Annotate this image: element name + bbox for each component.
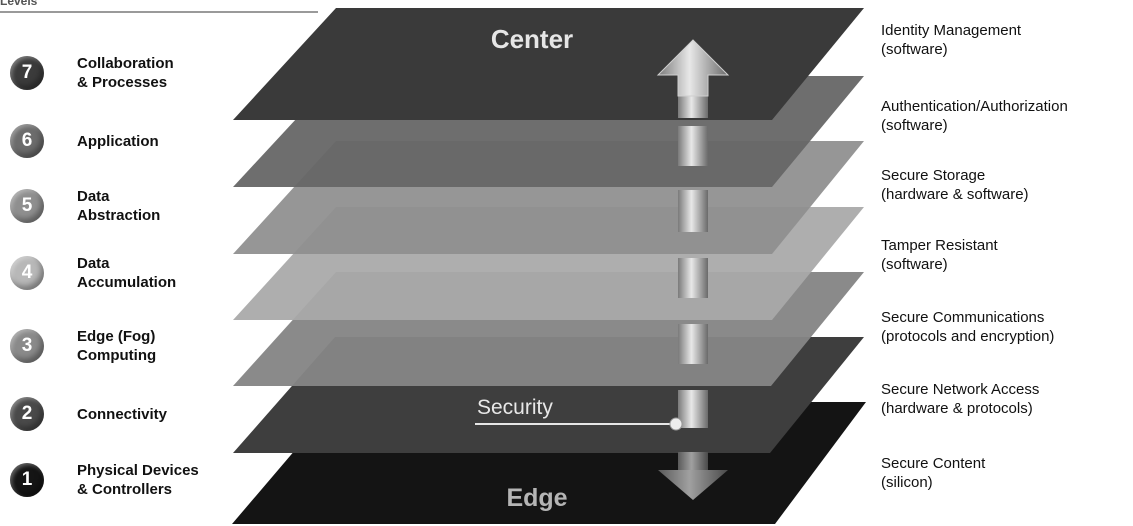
header-divider [0,11,318,13]
level-7: 7 Collaboration & Processes [10,54,174,92]
security-item-title: Secure Storage [881,167,986,184]
security-item-title: Secure Communications [881,309,1045,326]
level-5-label: Data Abstraction [77,188,161,224]
level-7-badge: 7 [10,56,44,90]
level-1: 1 Physical Devices & Controllers [10,461,199,499]
security-item-title: Tamper Resistant [881,237,998,254]
level-7-label: Collaboration & Processes [77,55,174,91]
center-label: Center [491,24,573,54]
security-item-title: Secure Network Access [881,381,1040,398]
level-2-badge: 2 [10,397,44,431]
down-arrow-icon [658,470,728,500]
arrow-shaft-segment [678,452,708,472]
level-3-badge: 3 [10,329,44,363]
arrow-shaft-segment [678,324,708,364]
security-item-title: Secure Content [881,455,986,472]
level-6-badge: 6 [10,124,44,158]
security-label: Security [477,396,553,419]
levels-header: Levels [0,0,38,8]
level-6: 6 Application [10,124,159,158]
level-5: 5 Data Abstraction [10,187,160,225]
security-item-detail: (software) [881,41,948,58]
arrow-shaft-segment [678,96,708,118]
security-item-title: Authentication/Authorization [881,98,1068,115]
security-pointer-dot [669,417,683,431]
arrow-shaft-segment [678,126,708,166]
security-item-detail: (software) [881,256,948,273]
security-item-detail: (software) [881,117,948,134]
level-4-label: Data Accumulation [77,255,177,291]
level-3: 3 Edge (Fog) Computing [10,327,156,365]
level-4: 4 Data Accumulation [10,254,176,292]
security-item-secure-network-access: Secure Network Access (hardware & protoc… [881,380,1039,418]
edge-label: Edge [506,484,567,512]
security-item-secure-content: Secure Content (silicon) [881,454,985,492]
security-item-detail: (silicon) [881,474,933,491]
security-item-detail: (protocols and encryption) [881,328,1055,345]
security-item-authentication: Authentication/Authorization (software) [881,97,1068,135]
arrow-shaft-segment [678,190,708,232]
level-4-badge: 4 [10,256,44,290]
security-item-detail: (hardware & protocols) [881,400,1033,417]
arrow-shaft-segment [678,258,708,298]
security-item-secure-storage: Secure Storage (hardware & software) [881,166,1029,204]
level-1-badge: 1 [10,463,44,497]
level-2: 2 Connectivity [10,397,167,431]
level-3-label: Edge (Fog) Computing [77,328,157,364]
security-item-detail: (hardware & software) [881,186,1029,203]
security-item-tamper-resistant: Tamper Resistant (software) [881,236,998,274]
level-6-label: Application [77,132,159,150]
up-arrow-icon [656,39,730,97]
security-item-secure-communications: Secure Communications (protocols and enc… [881,308,1054,346]
level-5-badge: 5 [10,189,44,223]
security-item-title: Identity Management [881,22,1022,39]
level-2-label: Connectivity [77,405,168,423]
arrow-shaft-segment [678,390,708,428]
security-item-identity-management: Identity Management (software) [881,21,1021,59]
level-1-label: Physical Devices & Controllers [77,462,199,498]
